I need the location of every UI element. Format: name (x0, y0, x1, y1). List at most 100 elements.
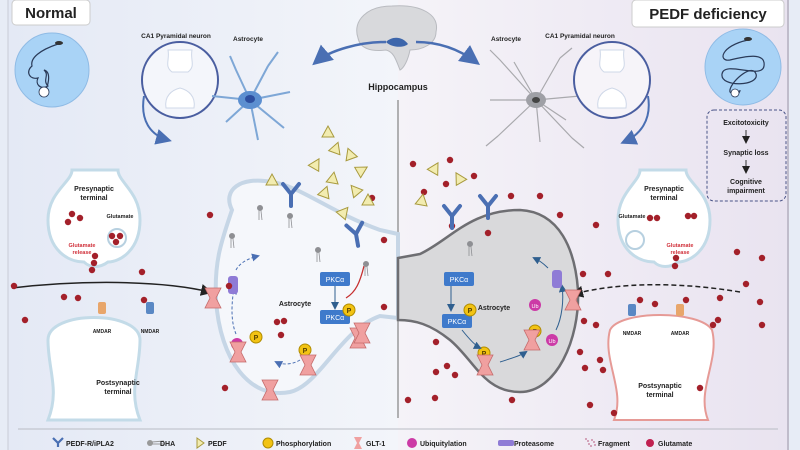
legend-label: Fragment (598, 441, 631, 448)
glt1-layer (204, 287, 582, 401)
ubiquitin-badge: Ub (531, 304, 538, 310)
glutamate-uptake-arrow-normal (11, 281, 213, 296)
neuron-zoom-deficiency-icon (573, 41, 651, 145)
glutamate-dot (138, 268, 146, 276)
glutamate-uptake-arrow-deficiency (571, 283, 741, 298)
dha-tail (288, 218, 293, 229)
dha-tail (316, 252, 321, 263)
release-label-1: Glutamate (69, 243, 96, 249)
glutamate-dot (592, 221, 600, 229)
glutamate-dot (221, 384, 229, 392)
glutamate-dot (610, 409, 618, 417)
phospho-icon (262, 437, 274, 449)
glutamate-dot (653, 214, 661, 222)
outcome-impairment: impairment (727, 188, 765, 195)
dha-lipid (467, 241, 473, 247)
pedf-triangle (321, 124, 335, 138)
pedf-triangle (345, 147, 359, 162)
glutamate-dot (733, 248, 741, 256)
astrocyte-normal-icon (211, 51, 291, 141)
glutamate-dot (273, 318, 281, 326)
pedf-triangle (414, 193, 428, 207)
glutamate-dot (10, 282, 18, 290)
water-maze-deficiency-icon (704, 28, 782, 106)
glutamate-dot (206, 211, 214, 219)
right-neuron-label: CA1 Pyramidal neuron (545, 33, 615, 40)
glutamate-dot (576, 348, 584, 356)
dha-lipid (257, 205, 263, 211)
lipid-icon (147, 440, 153, 446)
glt1-transporter (299, 354, 317, 376)
triangle-icon (196, 437, 205, 449)
glutamate-dot (116, 232, 124, 240)
transporter-icon (354, 437, 362, 449)
glutamate-dot (443, 362, 451, 370)
legend-item: Proteasome (498, 440, 554, 448)
glutamate-dot (76, 214, 84, 222)
glutamate-dot (651, 300, 659, 308)
legend-item: Fragment (585, 438, 631, 448)
ubiquitin-badge: Ub (548, 339, 555, 345)
hippocampus-label: Hippocampus (368, 82, 428, 92)
outcomes-box: Excitotoxicity Synaptic loss Cognitive i… (706, 109, 787, 202)
nmdar-label-def: NMDAR (623, 331, 642, 337)
glutamate-label-def: Glutamate (619, 214, 646, 220)
presynaptic-terminal-normal: Presynaptic terminal Glutamate Glutamate… (46, 168, 142, 268)
glutamate-dot (451, 371, 459, 379)
glt1-transporter (261, 379, 279, 401)
water-maze-normal-icon (14, 32, 90, 108)
legend-label: DHA (160, 441, 175, 448)
legend-item: Glutamate (646, 439, 692, 448)
lipid-tail-icon (151, 440, 165, 445)
pre-label-2-def: terminal (650, 195, 677, 202)
outcome-synaptic-loss: Synaptic loss (723, 150, 768, 157)
legend-item: PEDF-R/iPLA2 (52, 437, 114, 448)
legend-item: DHA (147, 440, 175, 448)
phospho-badge: P (482, 351, 487, 358)
glutamate-dot (420, 188, 428, 196)
glutamate-dot (556, 211, 564, 219)
phospho-badge: P (468, 308, 473, 315)
glutamate-dot (21, 316, 29, 324)
glutamate-dot (536, 192, 544, 200)
outcome-excitotoxicity: Excitotoxicity (723, 120, 769, 127)
legend-label: Ubiquitylation (420, 441, 467, 448)
legend-item: Ubiquitylation (407, 438, 467, 448)
release-label-1-def: Glutamate (667, 243, 694, 249)
glutamate-dot (432, 368, 440, 376)
fragment-icon (585, 438, 587, 440)
dha-lipid (315, 247, 321, 253)
pedf-triangle (361, 192, 375, 206)
pre-label-1: Presynaptic (74, 186, 114, 193)
legend-item: Phosphorylation (262, 437, 331, 449)
glutamate-dot (646, 214, 654, 222)
legend-item: GLT-1 (354, 437, 385, 449)
pedf-triangle (327, 141, 341, 156)
dha-lipid (229, 233, 235, 239)
astrocyte-label-normal: Astrocyte (279, 301, 311, 308)
ampar-label-def: AMDAR (671, 331, 690, 337)
ubiquitin-icon (407, 438, 417, 448)
glt1-transporter (564, 289, 582, 311)
pedf-title-box: PEDF deficiency (631, 0, 785, 28)
glutamate-dot (442, 180, 450, 188)
astrocyte-deficiency-icon (485, 47, 585, 149)
normal-title: Normal (25, 5, 77, 22)
dha-tail (364, 266, 369, 277)
glutamate-dot (68, 210, 76, 218)
release-label-2-def: release (671, 250, 690, 256)
glutamate-dot (684, 212, 692, 220)
receptor-layer (229, 182, 498, 277)
proteasome-icon (498, 440, 514, 446)
postsynaptic-terminal-deficiency: NMDAR AMDAR Postsynaptic terminal (607, 304, 715, 421)
dha-tail (258, 210, 263, 221)
glutamate-dot (672, 254, 680, 262)
glutamate-dot (470, 172, 478, 180)
arrow-to-normal (312, 40, 387, 66)
glutamate-dot (714, 316, 722, 324)
legend-item: PEDF (196, 437, 227, 449)
left-astro-label: Astrocyte (233, 36, 263, 43)
glutamate-dot (112, 238, 120, 246)
post-label-2-def: terminal (646, 392, 673, 399)
